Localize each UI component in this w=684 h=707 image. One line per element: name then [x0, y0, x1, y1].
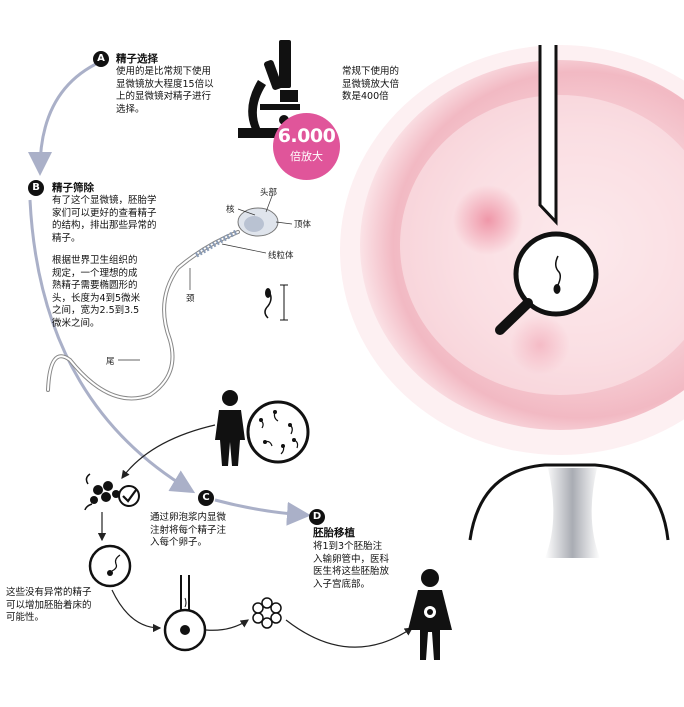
step-b-who-text: 根据世界卫生组织的规定，一个理想的成 熟精子需要椭圆形的头，长度为4到5微米 之…	[52, 255, 141, 329]
arrow-sample-to-selection	[121, 424, 216, 479]
flow-arrow-a-b	[28, 60, 101, 176]
microscope-note: 常规下使用的显微镜放大倍数是400倍	[342, 66, 400, 102]
flow-arrow-b-c	[28, 199, 196, 494]
label-acrosome: 顶体	[294, 220, 312, 230]
selected-sperm-icon	[88, 544, 132, 588]
step-a-badge: A	[93, 51, 109, 67]
label-tail: 尾	[106, 357, 115, 367]
magnification-number: 6.000	[277, 125, 336, 147]
left-note: 这些没有异常的精子可以增加胚胎着床的可能性。	[6, 587, 92, 623]
step-b-text: 有了这个显微镜，胚胎学家们可以更好的查看精子 的结构，排出那些异常的精子。	[52, 195, 157, 244]
arrow-to-embryo	[205, 619, 249, 631]
pipette-icon	[538, 45, 558, 226]
step-d-title: 胚胎移植	[313, 527, 355, 539]
step-a-text: 使用的是比常规下使用显微镜放大程度15倍以 上的显微镜对精子进行选择。	[116, 66, 214, 115]
sperm-cluster-icon	[84, 473, 120, 511]
uterus-illustration	[468, 463, 670, 558]
magnification-label: 倍放大	[290, 150, 323, 163]
egg-cell	[340, 45, 684, 455]
arrow-to-injection	[111, 589, 162, 633]
step-c-text: 通过卵泡浆内显微注射将每个精子注入每个卵子。	[150, 512, 227, 548]
embryo-icon	[252, 597, 282, 629]
label-head: 头部	[260, 188, 278, 198]
label-neck: 颈	[186, 294, 195, 304]
woman-icon	[408, 569, 452, 660]
egg-injection-icon	[163, 575, 207, 652]
label-nucleus: 核	[226, 205, 235, 215]
step-d-badge: D	[309, 509, 325, 525]
flow-arrow-c-d	[214, 498, 311, 526]
sperm-sample-icon	[246, 400, 310, 464]
step-c-badge: C	[198, 490, 214, 506]
step-a-title: 精子选择	[116, 53, 158, 65]
man-icon	[215, 390, 245, 466]
magnification-badge: 6.000 倍放大	[273, 113, 340, 180]
sperm-anatomy-diagram	[46, 195, 293, 401]
step-d-text: 将1到3个胚胎注入输卵管中，医科 医生将这些胚胎放入子宫底部。	[313, 541, 390, 590]
magnifier-icon	[495, 231, 599, 335]
arrow-to-woman	[285, 619, 413, 648]
label-mitochondria: 线粒体	[268, 251, 294, 261]
step-b-badge: B	[28, 180, 44, 196]
checkmark-icon	[118, 485, 140, 507]
microscope-icon	[238, 40, 300, 138]
step-b-title: 精子筛除	[52, 182, 94, 194]
